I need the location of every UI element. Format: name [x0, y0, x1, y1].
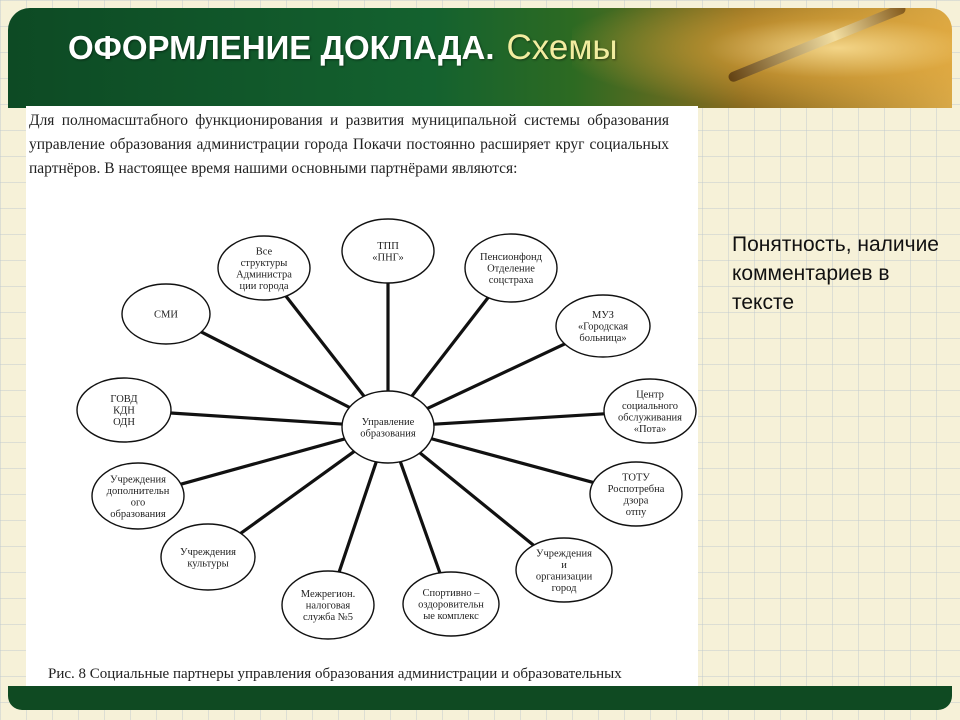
partner-label-pension-line: Пенсионфонд	[480, 252, 543, 263]
connector-institutions-orgs	[418, 451, 535, 547]
partner-label-totu-line: дзора	[624, 495, 649, 506]
partner-node-admin	[217, 235, 311, 301]
partner-label-sport-line: ые комплекс	[423, 611, 479, 622]
connector-admin	[284, 295, 366, 398]
partner-label-tax-line: служба №5	[303, 612, 353, 623]
partner-label-institutions-orgs-line: организации	[536, 571, 593, 582]
partner-label-govd-line: ОДН	[113, 417, 135, 428]
partner-label-additional-edu-line: дополнительн	[107, 486, 170, 497]
partner-label-muz-line: МУЗ	[592, 310, 614, 321]
partner-label-admin-line: Все	[256, 246, 273, 257]
slide-header: ОФОРМЛЕНИЕ ДОКЛАДА. Схемы	[8, 8, 952, 108]
connector-center-social	[433, 412, 605, 426]
partner-label-sport-line: оздоровительн	[418, 600, 484, 611]
partner-label-pension-line: соцстраха	[489, 275, 534, 286]
title-sub: Схемы	[506, 28, 618, 67]
partner-label-govd-line: ГОВД	[110, 394, 137, 405]
connector-muz	[426, 342, 566, 410]
partner-label-govd-line: КДН	[113, 406, 135, 417]
partner-label-center-social-line: обслуживания	[618, 412, 682, 423]
partner-label-muz-line: больница»	[579, 333, 626, 344]
partner-node-tpp	[341, 218, 435, 284]
partner-node-smi	[121, 283, 211, 345]
partner-label-additional-edu-line: Учреждения	[110, 474, 166, 485]
connector-additional-edu	[180, 437, 346, 486]
partner-label-center-social-line: социального	[622, 401, 678, 412]
partner-label-institutions-orgs-line: город	[552, 583, 577, 594]
partner-label-tpp-line: «ПНГ»	[372, 252, 403, 263]
partner-label-center-social-line: Центр	[636, 389, 664, 400]
center-label-line: образования	[360, 428, 416, 439]
slide-title: ОФОРМЛЕНИЕ ДОКЛАДА. Схемы	[68, 28, 618, 68]
connector-smi	[200, 330, 351, 409]
partner-node-institutions-orgs	[515, 537, 613, 603]
partner-node-center-social	[603, 378, 697, 444]
document-intro-text: Для полномасштабного функционирования и …	[29, 112, 669, 177]
partner-label-admin-line: Администра	[236, 269, 292, 280]
partners-diagram: ТПП«ПНГ» ПенсионфондОтделениесоцстрахаМУЗ…	[76, 218, 697, 640]
partner-label-center-social-line: «Пота»	[634, 424, 667, 435]
partner-node-govd	[76, 377, 172, 443]
partner-label-smi: СМИ	[154, 310, 178, 321]
side-note: Понятность, наличие комментариев в текст…	[732, 233, 939, 314]
header-decoration	[572, 8, 952, 108]
partner-label-admin-line: ции города	[240, 281, 289, 292]
partner-label-institutions-orgs-line: и	[561, 560, 567, 571]
partner-label-sport-line: Спортивно –	[423, 588, 481, 599]
partner-label-tax-line: Межрегион.	[301, 589, 355, 600]
connector-govd	[170, 411, 343, 426]
connector-pension	[410, 296, 490, 398]
partner-node-totu	[589, 461, 683, 527]
partner-label-tax-line: налоговая	[306, 601, 351, 612]
partner-label-totu-line: ТОТУ	[622, 472, 650, 483]
partner-node-additional-edu	[91, 462, 185, 530]
slide-footer	[8, 686, 952, 710]
connector-culture	[239, 450, 356, 535]
connector-sport	[398, 461, 442, 574]
partner-label-tpp-line: ТПП	[377, 241, 399, 252]
partner-node-sport	[402, 571, 500, 637]
center-label-line: Управление	[362, 417, 415, 428]
partner-label-additional-edu-line: образования	[110, 509, 166, 520]
partner-label-admin-line: структуры	[241, 258, 288, 269]
title-main: ОФОРМЛЕНИЕ ДОКЛАДА.	[68, 29, 495, 66]
partner-node-muz	[555, 294, 651, 358]
partner-label-tpp: ТПП«ПНГ»	[372, 241, 403, 264]
partner-node-pension	[464, 233, 558, 303]
partner-label-totu-line: отпу	[626, 507, 647, 518]
connector-tax	[337, 461, 378, 573]
partner-label-institutions-orgs-line: Учреждения	[536, 548, 592, 559]
partner-label-muz-line: «Городская	[578, 322, 628, 333]
partner-label-smi-line: СМИ	[154, 310, 178, 321]
partner-label-culture-line: культуры	[187, 558, 228, 569]
partner-label-totu-line: Роспотребна	[608, 484, 665, 495]
partner-node-culture	[160, 523, 256, 591]
partner-label-pension-line: Отделение	[487, 264, 535, 275]
center-node	[341, 390, 435, 464]
partner-label-culture-line: Учреждения	[180, 547, 236, 558]
partner-label-additional-edu-line: ого	[131, 497, 146, 508]
partner-node-tax	[281, 570, 375, 640]
connector-totu	[431, 437, 594, 484]
